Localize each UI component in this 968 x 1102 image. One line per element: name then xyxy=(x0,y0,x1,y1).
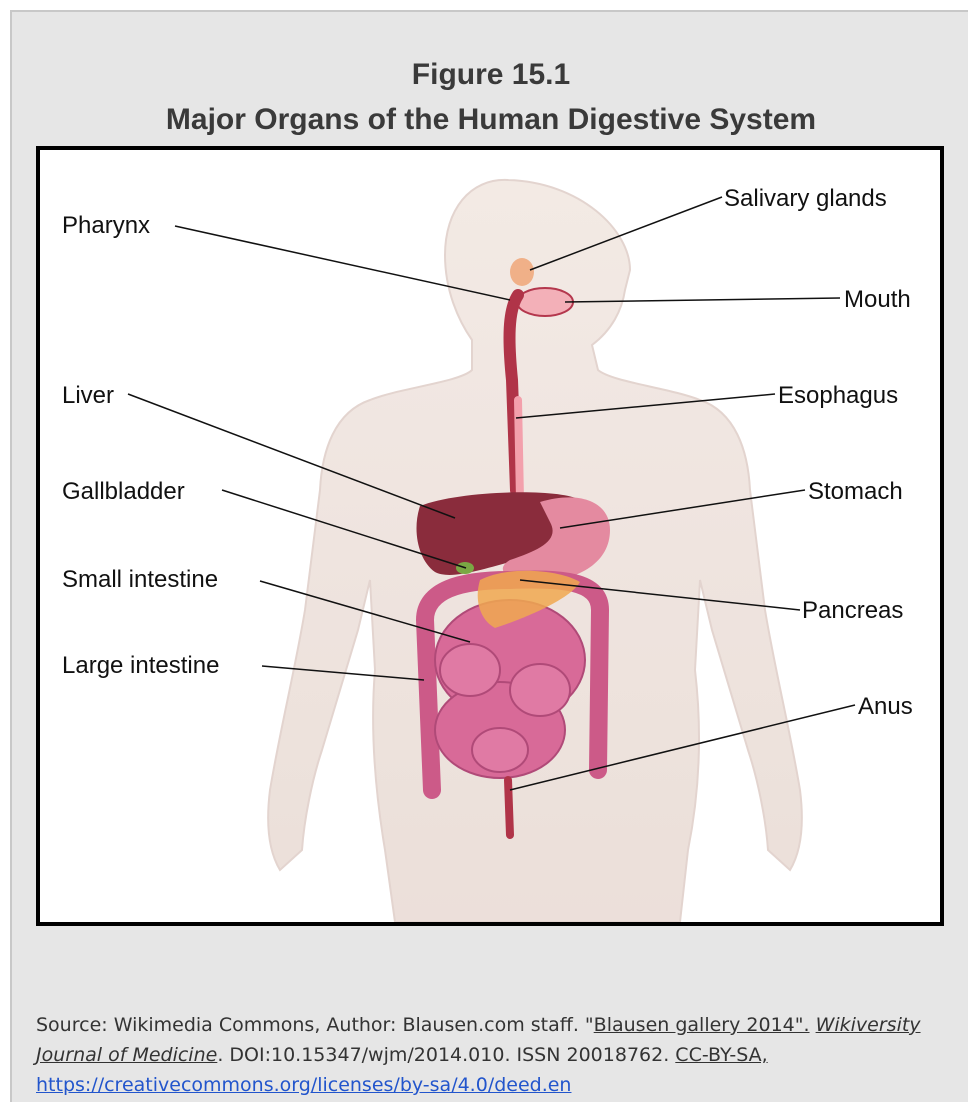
label-gallbladder: Gallbladder xyxy=(62,478,185,506)
doi-issn: . DOI:10.15347/wjm/2014.010. ISSN 200187… xyxy=(217,1044,669,1066)
license-url-link[interactable]: https://creativecommons.org/licenses/by-… xyxy=(36,1074,571,1096)
mouth-shape xyxy=(517,288,573,316)
rectum-shape xyxy=(508,780,510,835)
source-prefix: Source: Wikimedia Commons, Author: Blaus… xyxy=(36,1014,594,1036)
gallery-link[interactable]: Blausen gallery 2014". xyxy=(594,1014,810,1036)
label-anus: Anus xyxy=(858,693,913,721)
anatomy-illustration xyxy=(40,150,940,922)
label-liver: Liver xyxy=(62,382,114,410)
label-large-intestine: Large intestine xyxy=(62,652,219,680)
label-salivary-glands: Salivary glands xyxy=(724,185,887,213)
source-citation: Source: Wikimedia Commons, Author: Blaus… xyxy=(36,1010,936,1100)
diagram-frame: Pharynx Salivary glands Mouth Liver Esop… xyxy=(36,146,944,926)
label-mouth: Mouth xyxy=(844,286,911,314)
label-pancreas: Pancreas xyxy=(802,597,903,625)
figure-number: Figure 15.1 xyxy=(12,57,968,93)
label-small-intestine: Small intestine xyxy=(62,566,218,594)
figure-title: Major Organs of the Human Digestive Syst… xyxy=(12,102,968,138)
label-pharynx: Pharynx xyxy=(62,212,150,240)
salivary-gland-shape xyxy=(510,258,534,286)
label-esophagus: Esophagus xyxy=(778,382,898,410)
label-stomach: Stomach xyxy=(808,478,903,506)
license-link[interactable]: CC-BY-SA, xyxy=(675,1044,767,1066)
